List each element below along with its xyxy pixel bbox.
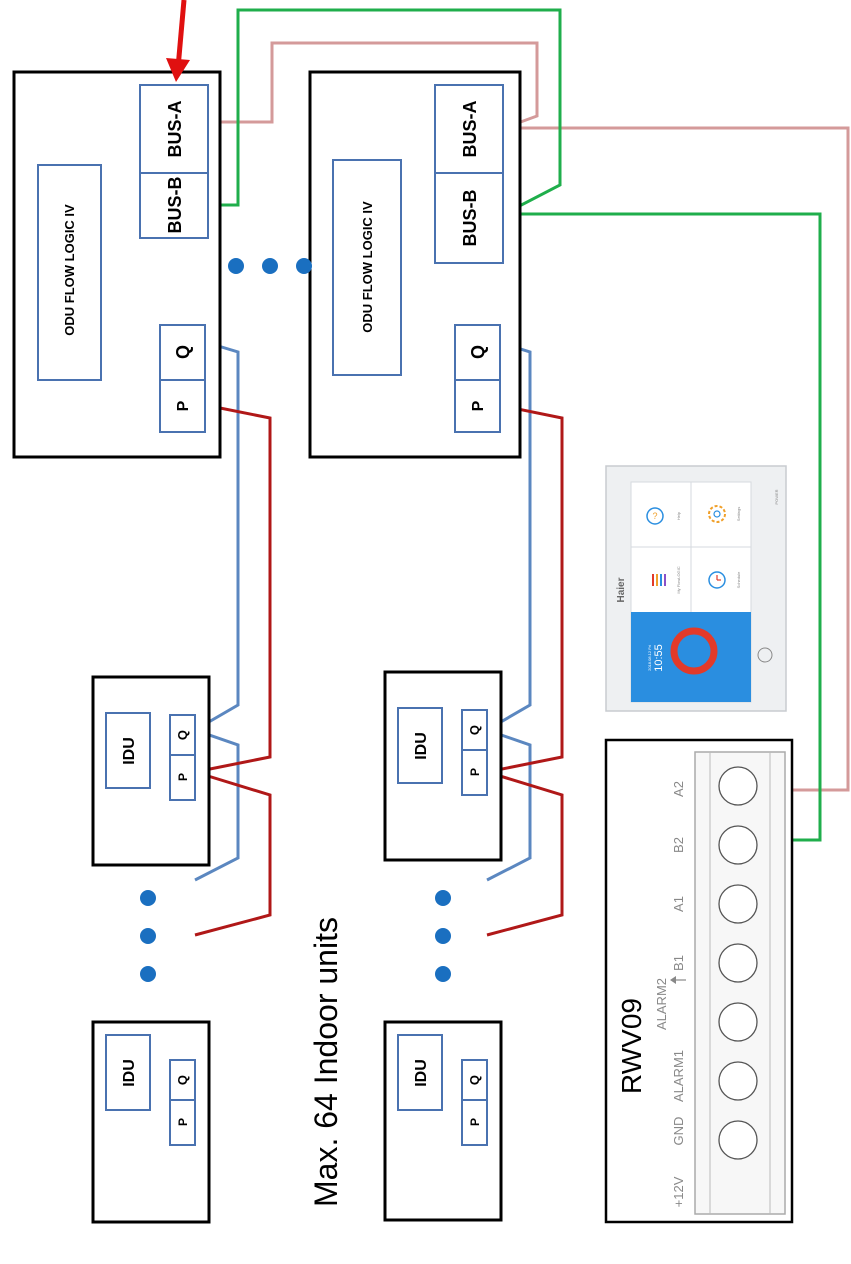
haier-controller-panel: 10:55 2018.08.12 Fri My FlowLOGIC Schedu… <box>605 465 787 712</box>
controller-time: 10:55 <box>653 644 665 672</box>
pin-label-alarm2: ALARM2 <box>654 978 669 1030</box>
bus-b-wire <box>208 8 562 216</box>
bus-a-wire <box>208 41 539 130</box>
controller-power-label: POWER <box>774 489 779 504</box>
pin-label-b2: B2 <box>671 837 686 853</box>
help-icon: ? <box>646 507 664 525</box>
controller-tile-3: Schedule <box>736 571 741 588</box>
pin-label-a2: A2 <box>671 781 686 797</box>
bars-icon <box>652 574 666 586</box>
pin-label-gnd: GND <box>671 1117 686 1146</box>
odu-unit-2: ODU FLOW LOGIC IV BUS-A BUS-B Q P <box>308 70 522 459</box>
pin-label-12v: +12V <box>671 1176 686 1207</box>
p-terminal-label: P <box>470 400 487 411</box>
bus-a-wire-to-controller <box>504 126 850 792</box>
idu-continuation-dots-right <box>435 890 451 982</box>
bus-a-label: BUS-A <box>165 101 185 158</box>
q-terminal-label: Q <box>467 1075 482 1085</box>
pin-label-alarm1: ALARM1 <box>671 1050 686 1102</box>
odu-label: ODU FLOW LOGIC IV <box>360 201 375 333</box>
terminal-screws <box>718 766 758 1160</box>
p-terminal-label: P <box>468 768 482 776</box>
clock-icon <box>708 571 726 589</box>
idu-continuation-dots-left <box>140 890 156 982</box>
terminal-title: RWV09 <box>616 998 647 1094</box>
idu-unit-left-bottom: IDU Q P <box>91 1020 211 1224</box>
idu-unit-left-top: IDU Q P <box>91 675 211 867</box>
controller-brand: Haier <box>616 577 627 602</box>
bus-a-label: BUS-A <box>460 101 480 158</box>
controller-date: 2018.08.12 Fri <box>647 645 652 671</box>
controller-tile-4: Settings <box>736 507 741 521</box>
idu-unit-right-top: IDU Q P <box>383 670 503 862</box>
idu-label: IDU <box>413 732 430 760</box>
bus-b-label: BUS-B <box>165 177 185 234</box>
q-terminal-label: Q <box>173 345 193 359</box>
p-terminal-label: P <box>176 773 190 781</box>
q-terminal-label: Q <box>467 725 482 735</box>
p-terminal-label: P <box>175 400 192 411</box>
idu-label: IDU <box>121 1059 138 1087</box>
q-terminal-label: Q <box>468 345 488 359</box>
odu-label: ODU FLOW LOGIC IV <box>62 204 77 336</box>
idu-unit-right-bottom: IDU Q P <box>383 1020 503 1222</box>
p-terminal-label: P <box>176 1118 190 1126</box>
odu-continuation-dots <box>228 258 312 274</box>
logo-icon <box>757 647 773 663</box>
svg-text:?: ? <box>652 511 657 521</box>
controller-tile-2: Help <box>676 511 681 520</box>
bus-b-label: BUS-B <box>460 190 480 247</box>
q-terminal-label: Q <box>175 730 190 740</box>
p-terminal-label: P <box>468 1118 482 1126</box>
max-indoor-units-label: Max. 64 Indoor units <box>308 917 344 1207</box>
rwv09-terminal-block: RWV09 +12V GND ALARM1 ALARM2 B1 A1 B2 A2 <box>604 738 794 1224</box>
q-terminal-label: Q <box>175 1075 190 1085</box>
odu-unit-1: ODU FLOW LOGIC IV BUS-A BUS-B Q P <box>12 70 222 459</box>
idu-label: IDU <box>121 737 138 765</box>
settings-gear-icon <box>708 505 726 523</box>
pin-label-b1: B1 <box>671 955 686 971</box>
controller-tile-1: My FlowLOGIC <box>676 566 681 593</box>
red-arrow-icon <box>166 0 190 82</box>
idu-label: IDU <box>413 1059 430 1087</box>
up-arrow-icon <box>670 976 686 984</box>
pin-label-a1: A1 <box>671 896 686 912</box>
